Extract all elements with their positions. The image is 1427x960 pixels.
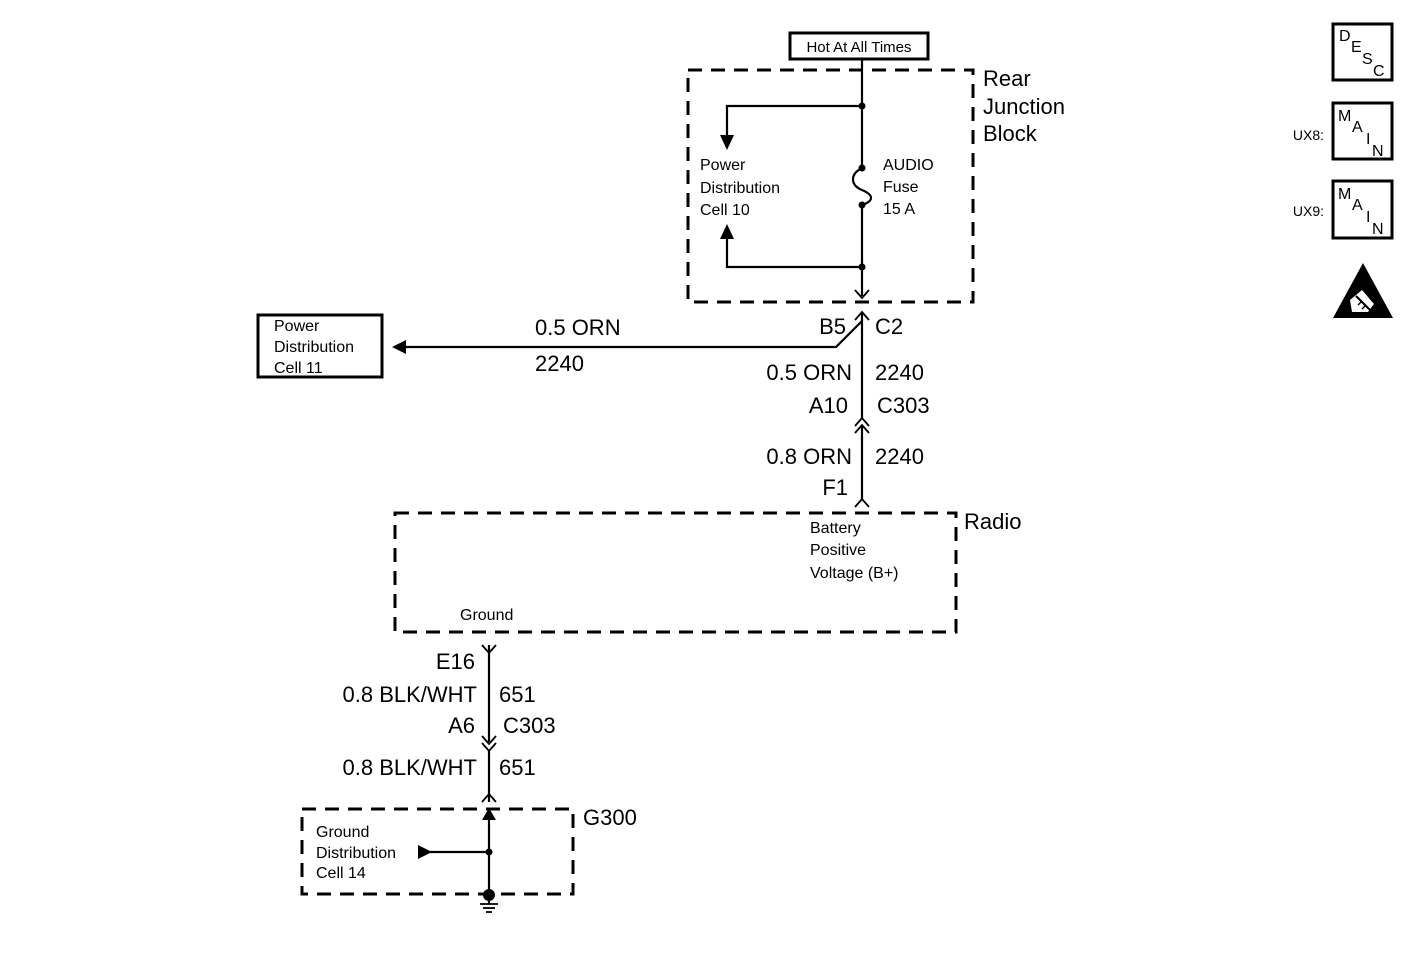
- g300-line2: Distribution: [316, 845, 396, 862]
- wire-c2-c303-gauge: 0.5 ORN: [766, 360, 852, 385]
- hot-at-all-times-label: Hot At All Times: [788, 31, 930, 61]
- ux9-main-button[interactable]: UX9: M A I N: [1293, 179, 1394, 240]
- chevron-down-icon: [854, 289, 870, 300]
- desc-letter-s: S: [1362, 51, 1373, 68]
- ground-g300: G300 Ground Distribution Cell 14: [300, 805, 637, 913]
- radio-bplus-line1: Battery: [810, 520, 861, 537]
- arrow-down-icon: [720, 135, 734, 150]
- c2-pin: B5: [819, 314, 846, 339]
- chevron-up-icon: [854, 497, 870, 508]
- hot-label-text: Hot At All Times: [806, 39, 911, 56]
- radio-pin-f1: F1: [822, 475, 848, 500]
- radio-module: Radio Battery Positive Voltage (B+) Grou…: [393, 509, 1021, 634]
- pd10-wire-top: [725, 104, 862, 135]
- ux9-letter-i: I: [1366, 209, 1370, 226]
- ux8-main-button[interactable]: UX8: M A I N: [1293, 101, 1394, 161]
- wire-c303-radio: 0.8 ORN 2240 F1: [766, 425, 924, 508]
- connector-c303-top: A10 C303: [809, 393, 930, 434]
- c303-bottom-pin: A6: [448, 713, 475, 738]
- connector-c303-bottom: A6 C303: [448, 713, 556, 753]
- radio-ground-label: Ground: [460, 607, 513, 624]
- g300-line1: Ground: [316, 824, 369, 841]
- branch-to-pd11: 0.5 ORN 2240: [392, 315, 863, 376]
- arrow-left-icon: [392, 340, 406, 354]
- ux8-letter-a: A: [1352, 119, 1363, 136]
- wire-c303-g300-gauge: 0.8 BLK/WHT: [343, 755, 477, 780]
- wire-radio-c303-circuit: 651: [499, 682, 536, 707]
- desc-button[interactable]: D E S C: [1331, 22, 1394, 82]
- g300-line3: Cell 14: [316, 865, 366, 882]
- chevron-down-icon: [481, 735, 497, 746]
- power-distribution-cell-11: Power Distribution Cell 11: [256, 313, 384, 379]
- wire-radio-c303-gauge: 0.8 BLK/WHT: [343, 682, 477, 707]
- pd11-line3: Cell 11: [274, 360, 323, 377]
- rjb-title-line1: Rear: [983, 66, 1031, 91]
- rjb-title-line2: Junction: [983, 94, 1065, 119]
- ux8-letter-i: I: [1366, 131, 1370, 148]
- rjb-title-line3: Block: [983, 121, 1038, 146]
- wire-c303-g300-circuit: 651: [499, 755, 536, 780]
- ground-symbol-icon: [480, 901, 498, 913]
- ux9-letter-m: M: [1338, 186, 1351, 203]
- desc-letter-c: C: [1373, 63, 1385, 80]
- pd11-line2: Distribution: [274, 339, 354, 356]
- c303-top-name: C303: [877, 393, 930, 418]
- ux8-letter-n: N: [1372, 143, 1384, 160]
- pd10-wire-bottom: [725, 239, 862, 269]
- ux9-label: UX9:: [1293, 203, 1324, 219]
- radio-title: Radio: [964, 509, 1021, 534]
- wire-c303-radio-circuit: 2240: [875, 444, 924, 469]
- connector-c2: B5 C2: [819, 310, 903, 339]
- ux9-letter-n: N: [1372, 221, 1384, 238]
- arrow-up-icon: [720, 224, 734, 239]
- desc-letter-d: D: [1339, 28, 1351, 45]
- radio-ground-pin: E16: [436, 649, 475, 674]
- ground-point: [483, 889, 495, 901]
- ux8-label: UX8:: [1293, 127, 1324, 143]
- wire-radio-c303: E16 0.8 BLK/WHT 651: [343, 644, 536, 742]
- branch-circuit: 2240: [535, 351, 584, 376]
- radio-bplus-line2: Positive: [810, 542, 866, 559]
- fuse-line2: Fuse: [883, 179, 919, 196]
- pd10-line1: Power: [700, 157, 746, 174]
- c303-top-pin: A10: [809, 393, 848, 418]
- wire-c2-c303: 0.5 ORN 2240: [766, 312, 924, 418]
- rear-junction-block: Rear Junction Block Power Distribution C…: [686, 59, 1065, 304]
- wire-c2-c303-circuit: 2240: [875, 360, 924, 385]
- pd10-line3: Cell 10: [700, 202, 750, 219]
- pd11-line1: Power: [274, 318, 320, 335]
- wire-c303-radio-gauge: 0.8 ORN: [766, 444, 852, 469]
- ux9-letter-a: A: [1352, 197, 1363, 214]
- fuse-icon: [851, 167, 873, 207]
- esd-warning-icon[interactable]: [1333, 263, 1393, 318]
- c303-bottom-name: C303: [503, 713, 556, 738]
- arrow-up-icon: [482, 808, 496, 820]
- branch-wire: [406, 320, 863, 349]
- chevron-up-icon: [854, 416, 870, 427]
- branch-gauge-color: 0.5 ORN: [535, 315, 621, 340]
- ux8-letter-m: M: [1338, 108, 1351, 125]
- pd10-line2: Distribution: [700, 180, 780, 197]
- chevron-up-icon: [481, 792, 497, 803]
- wire-c303-g300: 0.8 BLK/WHT 651: [343, 751, 536, 803]
- c2-name: C2: [875, 314, 903, 339]
- fuse-line3: 15 A: [883, 201, 915, 218]
- fuse-line1: AUDIO: [883, 157, 934, 174]
- desc-letter-e: E: [1351, 39, 1362, 56]
- radio-bplus-line3: Voltage (B+): [810, 565, 899, 582]
- arrow-right-icon: [418, 845, 432, 859]
- g300-title: G300: [583, 805, 637, 830]
